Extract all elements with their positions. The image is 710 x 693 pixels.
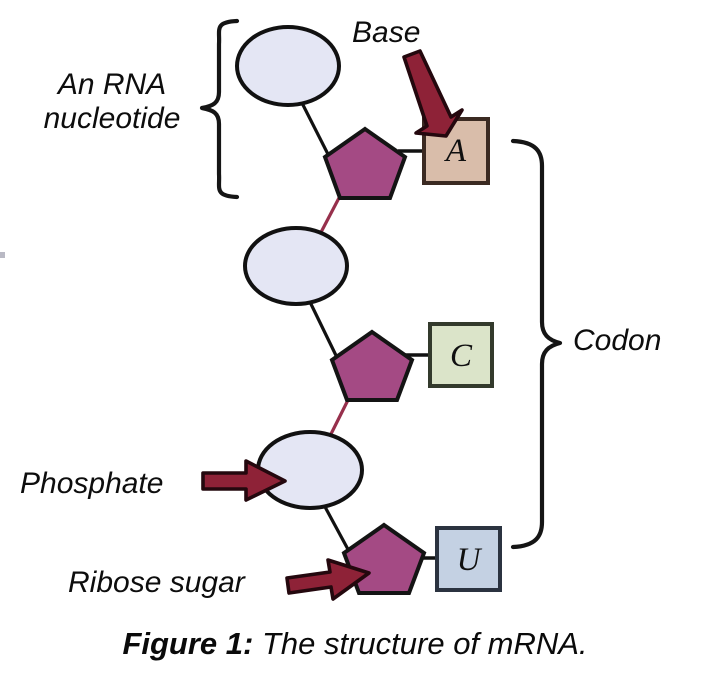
base-box-c (428, 322, 494, 388)
base-letter-a: A (445, 133, 467, 169)
ribose-arrow (285, 558, 371, 601)
nucleotide-2 (243, 226, 494, 402)
brace-rna-nucleotide (199, 18, 240, 200)
phosphate-circle-2 (243, 226, 349, 306)
figure-caption: Figure 1: The structure of mRNA. (0, 626, 710, 662)
base-arrow (402, 49, 464, 138)
bond-ribose2-phosphate3 (326, 397, 351, 441)
phosphate-arrow-shape (201, 459, 287, 502)
phosphate-circle-1 (235, 25, 341, 107)
label-rna-nucleotide-line1: An RNA (57, 68, 167, 101)
label-ribose-sugar: Ribose sugar (68, 566, 245, 599)
figure-caption-body: The structure of mRNA. (253, 626, 588, 661)
base-letter-u: U (456, 542, 481, 578)
ribose-arrow-shape (285, 558, 371, 601)
base-letter-c: C (449, 338, 472, 374)
label-rna-nucleotide: An RNA nucleotide (22, 68, 202, 135)
base-box-u (435, 526, 502, 592)
ribose-pentagon-1 (322, 126, 408, 200)
label-codon: Codon (573, 324, 662, 357)
scan-edge-artifact (0, 252, 5, 258)
brace-codon (510, 138, 563, 550)
ribose-pentagon-2 (329, 329, 415, 402)
phosphate-circle-3 (256, 430, 364, 510)
label-rna-nucleotide-line2: nucleotide (43, 101, 181, 135)
label-base: Base (352, 16, 421, 49)
label-phosphate: Phosphate (20, 467, 164, 500)
figure-caption-prefix: Figure 1: (122, 626, 254, 661)
phosphate-arrow (201, 459, 287, 502)
base-arrow-shape (402, 49, 464, 138)
